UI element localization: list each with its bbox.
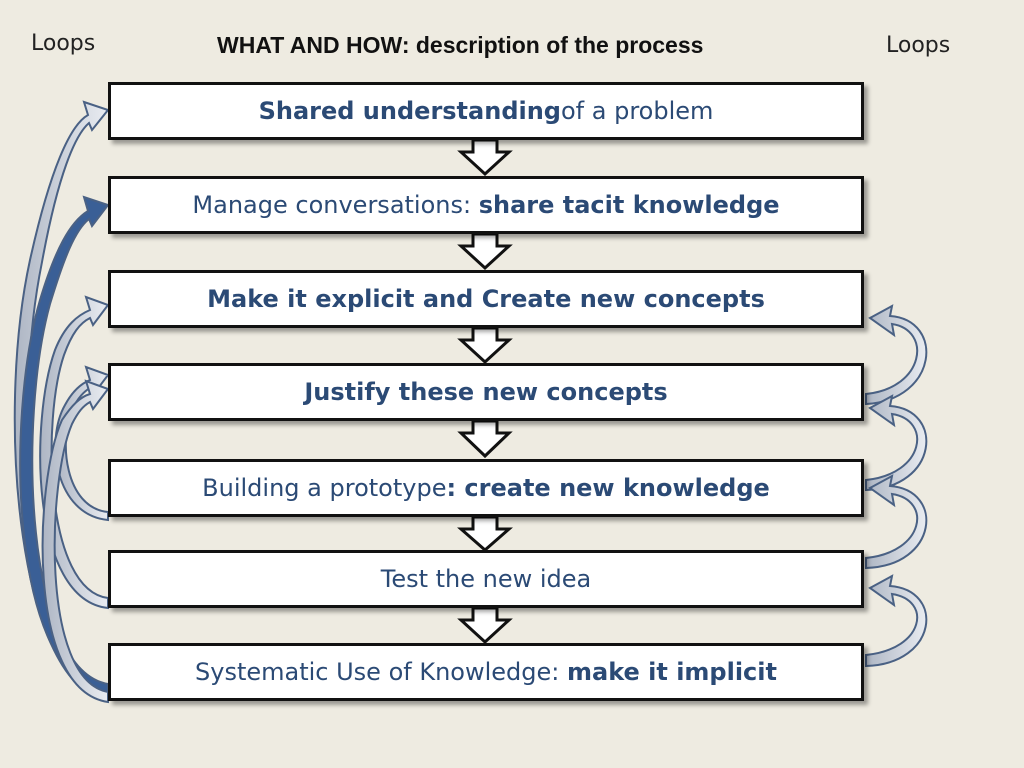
- step-7-box: Systematic Use of Knowledge: make it imp…: [108, 643, 864, 701]
- step-5-bold: : create new knowledge: [446, 474, 770, 502]
- down-arrow-3: [457, 326, 513, 365]
- right-loop-arrow-5-to-4: [865, 394, 928, 492]
- down-arrow-5: [457, 515, 513, 552]
- left-loop-arrow-to-step-3: [39, 295, 110, 610]
- right-loop-arrows: [865, 304, 928, 668]
- step-4-box: Justify these new concepts: [108, 363, 864, 421]
- step-6-box: Test the new idea: [108, 550, 864, 608]
- step-7-bold: make it implicit: [566, 658, 777, 686]
- step-1-bold: Shared understanding: [258, 97, 561, 125]
- step-5-normal: Building a prototype: [202, 474, 447, 502]
- left-loop-arrow-to-step-4: [54, 365, 110, 522]
- left-loop-arrow-to-step-1: [13, 100, 110, 702]
- step-3-bold: Make it explicit and Create new concepts: [207, 285, 765, 313]
- step-2-bold: share tacit knowledge: [478, 191, 780, 219]
- down-arrow-1: [457, 138, 513, 177]
- down-arrow-6: [457, 606, 513, 645]
- left-loop-arrow-to-step-4b: [41, 379, 110, 704]
- right-loop-arrow-7-to-6: [865, 574, 928, 668]
- step-6-normal: Test the new idea: [380, 565, 592, 593]
- step-2-normal: Manage conversations:: [192, 191, 479, 219]
- left-loop-arrows: [13, 100, 110, 704]
- step-1-box: Shared understanding of a problem: [108, 82, 864, 140]
- page-title: WHAT AND HOW: description of the process: [217, 32, 704, 58]
- left-loop-arrow-to-step-2: [19, 195, 110, 697]
- step-7-normal: Systematic Use of Knowledge:: [195, 658, 567, 686]
- right-loop-arrow-4-to-3: [865, 304, 928, 406]
- loops-label-right: Loops: [886, 33, 951, 58]
- down-arrow-2: [457, 232, 513, 271]
- step-5-box: Building a prototype: create new knowled…: [108, 459, 864, 517]
- down-arrow-4: [457, 419, 513, 459]
- step-3-box: Make it explicit and Create new concepts: [108, 270, 864, 328]
- step-4-bold: Justify these new concepts: [304, 378, 668, 406]
- right-loop-arrow-6-to-5: [865, 474, 928, 570]
- step-1-normal: of a problem: [560, 97, 714, 125]
- loops-label-left: Loops: [31, 31, 96, 56]
- step-2-box: Manage conversations: share tacit knowle…: [108, 176, 864, 234]
